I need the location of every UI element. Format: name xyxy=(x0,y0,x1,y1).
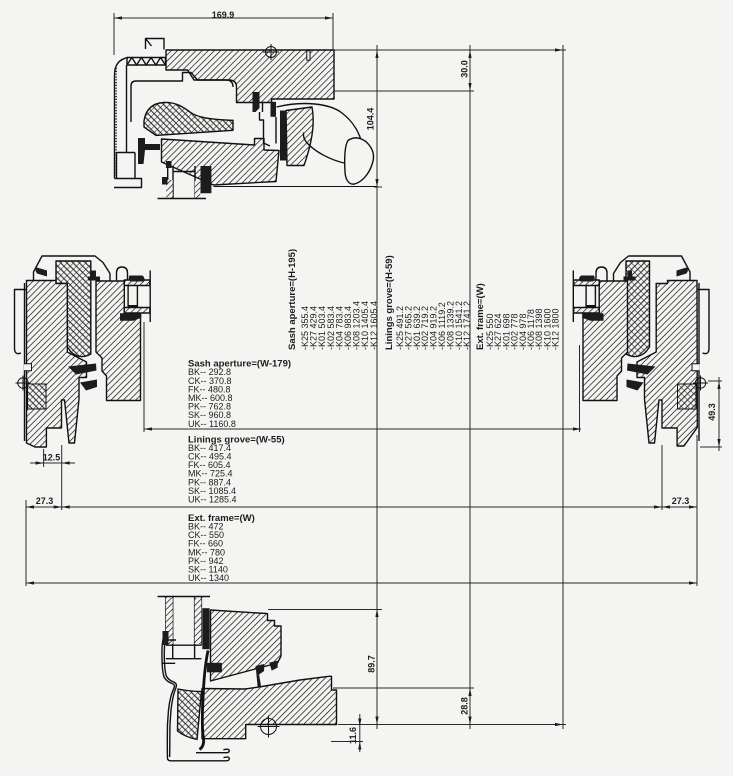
svg-text:-K01 503.4: -K01 503.4 xyxy=(317,306,327,350)
svg-text:PK-- 887.4: PK-- 887.4 xyxy=(188,477,231,487)
svg-text:-K12 1741.2: -K12 1741.2 xyxy=(462,301,472,350)
svg-text:BK-- 292.8: BK-- 292.8 xyxy=(188,367,231,377)
svg-text:-K25 355.4: -K25 355.4 xyxy=(300,306,310,350)
svg-text:Sash aperture=(H-195): Sash aperture=(H-195) xyxy=(287,249,298,350)
svg-text:-K06 1178: -K06 1178 xyxy=(526,309,536,350)
svg-text:FK-- 480.8: FK-- 480.8 xyxy=(188,384,231,394)
svg-text:SK-- 960.8: SK-- 960.8 xyxy=(188,410,231,420)
svg-text:UK-- 1160.8: UK-- 1160.8 xyxy=(188,419,236,429)
svg-text:-K02 778: -K02 778 xyxy=(510,313,520,350)
svg-text:169.9: 169.9 xyxy=(212,10,235,20)
svg-text:-K04 978: -K04 978 xyxy=(518,313,528,350)
svg-text:-K06 983.4: -K06 983.4 xyxy=(343,306,353,350)
svg-text:-K04 783.4: -K04 783.4 xyxy=(334,306,344,350)
svg-text:-K27 429.4: -K27 429.4 xyxy=(309,306,319,350)
svg-text:11.6: 11.6 xyxy=(348,727,358,744)
svg-text:-K12 1605.4: -K12 1605.4 xyxy=(369,301,379,350)
svg-text:-K01 698: -K01 698 xyxy=(501,313,511,350)
svg-text:-K08 1398: -K08 1398 xyxy=(534,308,544,350)
svg-text:UK-- 1340: UK-- 1340 xyxy=(188,573,229,583)
svg-text:-K25 491.2: -K25 491.2 xyxy=(395,306,405,350)
svg-text:-K06 1119.2: -K06 1119.2 xyxy=(437,302,447,350)
svg-text:BK-- 417.4: BK-- 417.4 xyxy=(188,443,231,453)
svg-text:FK-- 660: FK-- 660 xyxy=(188,539,223,549)
svg-text:-K10 1541.2: -K10 1541.2 xyxy=(454,301,464,350)
svg-text:-K08 1203.4: -K08 1203.4 xyxy=(352,301,362,350)
svg-text:FK-- 605.4: FK-- 605.4 xyxy=(188,460,231,470)
svg-text:-K02 719.2: -K02 719.2 xyxy=(420,306,430,350)
svg-text:CK-- 370.8: CK-- 370.8 xyxy=(188,376,232,386)
svg-text:Linings grove=(W-55): Linings grove=(W-55) xyxy=(188,434,285,445)
svg-text:SK-- 1085.4: SK-- 1085.4 xyxy=(188,486,236,496)
svg-text:104.4: 104.4 xyxy=(366,108,376,131)
svg-text:-K27 565.2: -K27 565.2 xyxy=(403,306,413,350)
svg-text:27.3: 27.3 xyxy=(672,496,690,506)
svg-text:89.7: 89.7 xyxy=(367,655,377,673)
svg-text:CK-- 550: CK-- 550 xyxy=(188,530,224,540)
svg-text:MK-- 600.8: MK-- 600.8 xyxy=(188,393,233,403)
svg-text:-K12 1800: -K12 1800 xyxy=(551,308,561,350)
svg-text:-K01 639.2: -K01 639.2 xyxy=(412,306,422,350)
svg-text:30.0: 30.0 xyxy=(460,60,470,78)
svg-text:Linings grove=(H-59): Linings grove=(H-59) xyxy=(384,255,395,350)
svg-text:CK-- 495.4: CK-- 495.4 xyxy=(188,452,232,462)
svg-text:49.3: 49.3 xyxy=(707,403,717,421)
svg-text:PK-- 762.8: PK-- 762.8 xyxy=(188,402,231,412)
svg-text:-K10 1600: -K10 1600 xyxy=(542,308,552,350)
svg-text:UK-- 1285.4: UK-- 1285.4 xyxy=(188,495,237,505)
svg-text:BK-- 472: BK-- 472 xyxy=(188,522,224,532)
svg-text:Ext. frame=(W): Ext. frame=(W) xyxy=(188,513,255,524)
svg-text:-K27 624: -K27 624 xyxy=(493,313,503,350)
svg-text:PK-- 942: PK-- 942 xyxy=(188,556,224,566)
svg-text:MK-- 780: MK-- 780 xyxy=(188,547,225,557)
svg-text:-K02 583.4: -K02 583.4 xyxy=(326,306,336,350)
svg-text:28.8: 28.8 xyxy=(460,697,470,715)
svg-text:-K08 1339.2: -K08 1339.2 xyxy=(445,301,455,350)
svg-text:SK-- 1140: SK-- 1140 xyxy=(188,565,228,575)
svg-text:Sash aperture=(W-179): Sash aperture=(W-179) xyxy=(188,359,291,370)
svg-text:-K25 550: -K25 550 xyxy=(485,313,495,350)
svg-text:-K10 1405.4: -K10 1405.4 xyxy=(360,301,370,350)
svg-text:Ext. frame=(W): Ext. frame=(W) xyxy=(475,283,486,350)
svg-text:27.3: 27.3 xyxy=(36,496,54,506)
svg-text:12.5: 12.5 xyxy=(43,453,61,463)
svg-text:MK-- 725.4: MK-- 725.4 xyxy=(188,469,233,479)
svg-text:-K04 919.2: -K04 919.2 xyxy=(429,306,439,350)
